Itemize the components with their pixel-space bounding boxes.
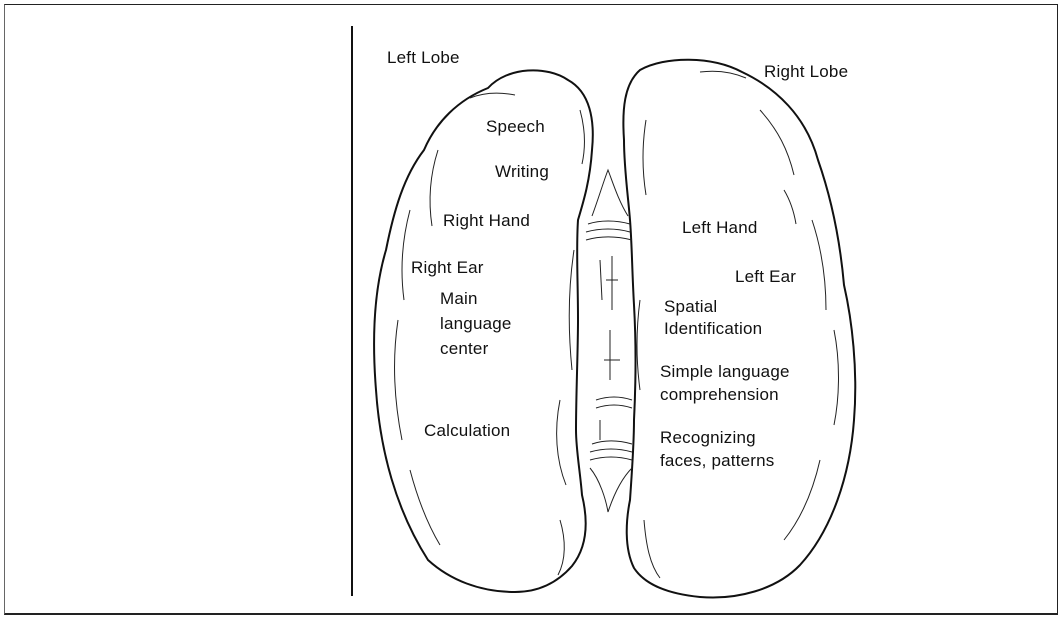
spatial-line-1: Spatial [664, 296, 717, 318]
left-hand-label: Left Hand [682, 217, 758, 239]
speech-label: Speech [486, 116, 545, 138]
spatial-line-2: Identification [664, 318, 762, 340]
left-ear-label: Left Ear [735, 266, 796, 288]
writing-label: Writing [495, 161, 549, 183]
corpus-callosum [586, 170, 632, 512]
simple-language-line-2: comprehension [660, 384, 779, 406]
main-language-line-3: center [440, 338, 488, 360]
faces-line-2: faces, patterns [660, 450, 775, 472]
calculation-label: Calculation [424, 420, 510, 442]
right-lobe-label: Right Lobe [764, 61, 848, 83]
left-lobe-label: Left Lobe [387, 47, 460, 69]
right-hand-label: Right Hand [443, 210, 530, 232]
right-ear-label: Right Ear [411, 257, 484, 279]
faces-line-1: Recognizing [660, 427, 756, 449]
main-language-line-2: language [440, 313, 512, 335]
main-language-line-1: Main [440, 288, 478, 310]
simple-language-line-1: Simple language [660, 361, 790, 383]
